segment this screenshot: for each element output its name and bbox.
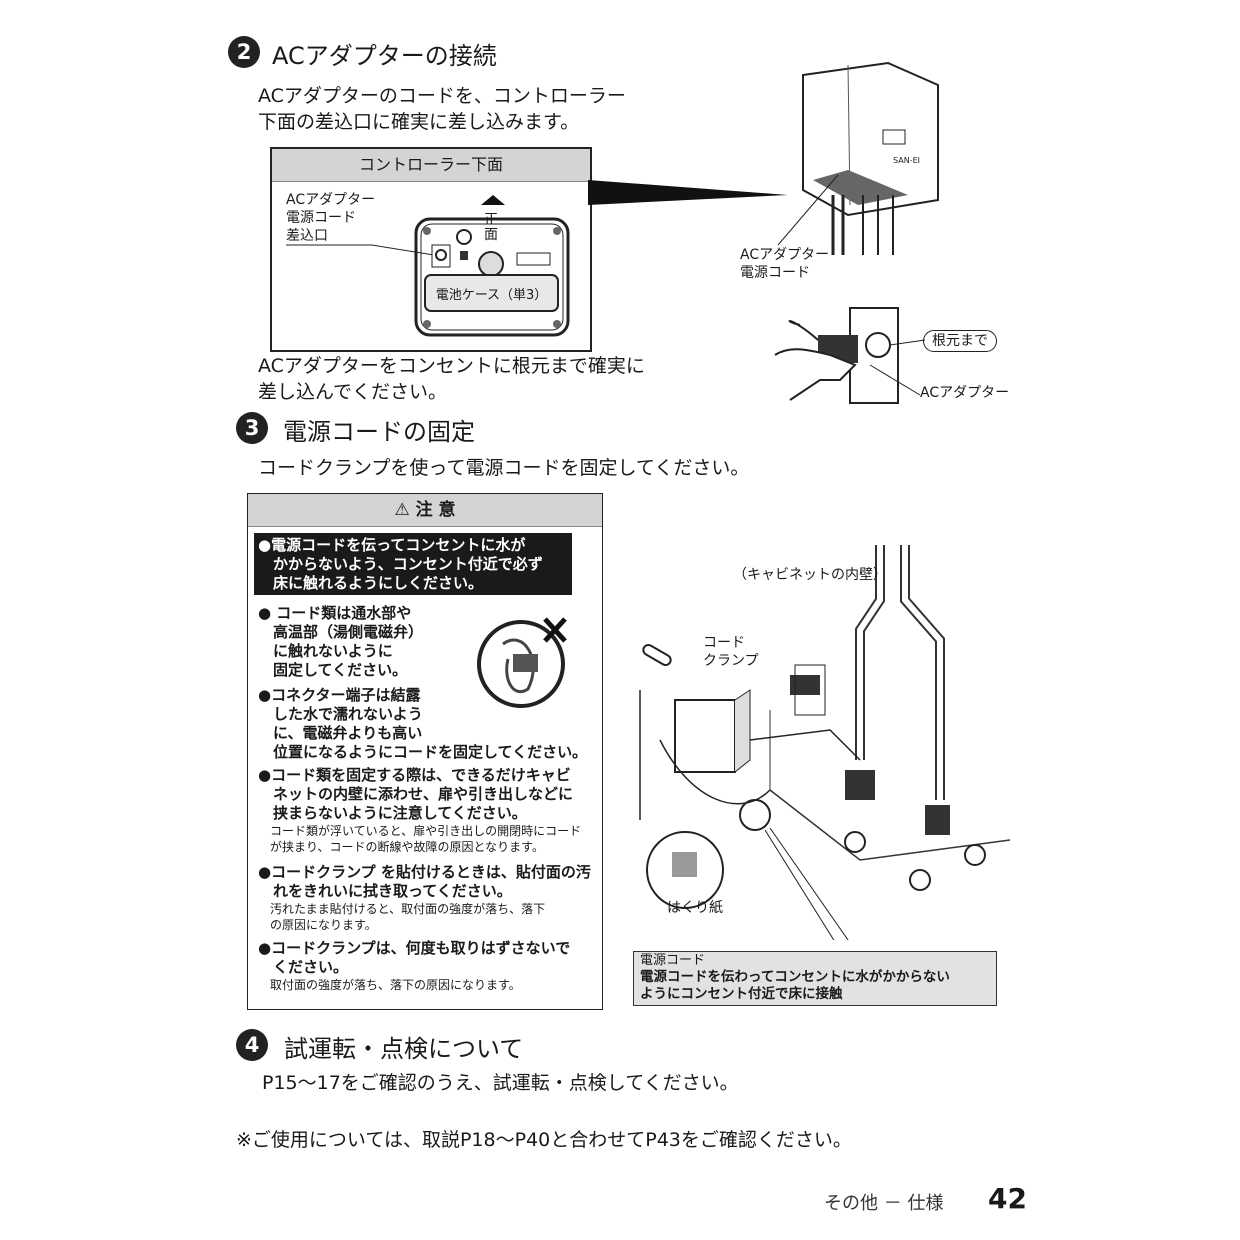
instruction-line: ACアダプターのコードを、コントローラー <box>258 85 626 107</box>
adapter-callout: 電源コード <box>740 265 810 281</box>
caution-subline: の原因になります。 <box>258 918 377 932</box>
caution-title: 注 意 <box>415 500 456 520</box>
caution-line: ●コードクランプは、何度も取りはずさないで <box>258 939 571 957</box>
section-title: 電源コードの固定 <box>283 418 475 446</box>
box-header: コントローラー下面 <box>272 149 590 182</box>
caution-subline: が挟まり、コードの断線や故障の原因となります。 <box>258 840 544 854</box>
controller-bottom-box: コントローラー下面 ACアダプター 電源コード 差込口 正面 電池ケース（単3） <box>270 147 592 352</box>
section-title: 試運転・点検について <box>284 1035 524 1063</box>
cabinet-wall-label: （キャビネットの内壁） <box>733 567 887 583</box>
front-label: 正面 <box>484 213 498 243</box>
battery-case-label: 電池ケース（単3） <box>435 288 548 303</box>
note-title: 電源コード <box>640 953 706 968</box>
caution-subline: 取付面の強度が落ち、落下の原因になります。 <box>258 978 521 992</box>
svg-text:SAN-EI: SAN-EI <box>893 156 920 165</box>
root-callout: 根元まで <box>923 330 997 352</box>
port-label: ACアダプター <box>286 192 376 208</box>
caution-subline: コード類が浮いていると、扉や引き出しの開閉時にコード <box>258 824 582 838</box>
footer-section: その他 － 仕様 <box>824 1193 944 1214</box>
step-number-4: 4 <box>236 1029 268 1061</box>
section-title: ACアダプターの接続 <box>272 42 497 70</box>
caution-line: ●コード類を固定する際は、できるだけキャビ <box>258 766 571 784</box>
clamp-label: クランプ <box>703 653 759 669</box>
caution-item: ●コードクランプ を貼付けるときは、貼付面の汚 れをきれいに拭き取ってください。… <box>258 863 591 933</box>
caution-line: ネットの内壁に添わせ、扉や引き出しなどに <box>258 785 574 803</box>
caution-item: ●コード類を固定する際は、できるだけキャビ ネットの内壁に添わせ、扉や引き出しな… <box>258 766 591 855</box>
step-number-2: 2 <box>228 36 260 68</box>
caution-box: ⚠ 注 意 ●電源コードを伝ってコンセントに水が かからないよう、コンセント付近… <box>247 493 603 1010</box>
wrong-routing-illustration <box>477 617 567 708</box>
clamp-label: コード <box>703 635 745 651</box>
footnote: ※ご使用については、取説P18～P40と合わせてP43をご確認ください。 <box>236 1129 852 1151</box>
highlight-line: かからないよう、コンセント付近で必ず <box>258 555 543 573</box>
caution-line: に、電磁弁よりも高い <box>258 724 423 742</box>
caution-line: れをきれいに拭き取ってください。 <box>258 882 512 900</box>
power-cord-note: 電源コード 電源コードを伝わってコンセントに水がかからない ようにコンセント付近… <box>633 951 997 1006</box>
caution-line: に触れないように <box>258 642 393 660</box>
warning-icon: ⚠ <box>394 500 410 520</box>
port-label: 差込口 <box>286 228 328 244</box>
caution-subline: 汚れたまま貼付けると、取付面の強度が落ち、落下 <box>258 902 546 916</box>
page-number: 42 <box>988 1182 1027 1215</box>
caution-line: 固定してください。 <box>258 661 408 679</box>
instruction-line: 差し込んでください。 <box>258 381 448 403</box>
instruction-line: ACアダプターをコンセントに根元まで確実に <box>258 355 645 377</box>
caution-line: 挟まらないように注意してください。 <box>258 804 527 822</box>
caution-line: ●コネクター端子は結露 <box>258 686 421 704</box>
front-label-2: 面 <box>484 227 498 243</box>
caution-highlight: ●電源コードを伝ってコンセントに水が かからないよう、コンセント付近で必ず 床に… <box>254 533 572 595</box>
highlight-line: 床に触れるようにしください。 <box>258 574 484 592</box>
controller-panel-drawing <box>286 195 570 337</box>
port-label: 電源コード <box>286 210 356 226</box>
release-paper-label: はくり紙 <box>667 900 723 916</box>
controller-illustration: SAN-EI <box>588 61 939 255</box>
caution-header: ⚠ 注 意 <box>248 494 602 527</box>
caution-item: ●コネクター端子は結露 した水で濡れないよう に、電磁弁よりも高い 位置になるよ… <box>258 686 591 762</box>
caution-line: ●コードクランプ を貼付けるときは、貼付面の汚 <box>258 863 591 881</box>
caution-line: ください。 <box>258 958 349 976</box>
caution-item: ● コード類は通水部や 高温部（湯側電磁弁） に触れないように 固定してください… <box>258 604 591 680</box>
adapter-callout: ACアダプター <box>920 385 1010 401</box>
plug-illustration <box>774 307 926 404</box>
front-label-1: 正 <box>484 212 498 228</box>
step-number-3: 3 <box>236 412 268 444</box>
instruction-line: 下面の差込口に確実に差し込みます。 <box>258 111 580 133</box>
instruction-line: P15～17をご確認のうえ、試運転・点検してください。 <box>262 1072 739 1094</box>
adapter-callout: ACアダプター <box>740 247 830 263</box>
caution-item: ●コードクランプは、何度も取りはずさないで ください。 取付面の強度が落ち、落下… <box>258 939 591 993</box>
caution-line: ● コード類は通水部や <box>258 604 412 622</box>
caution-list: ● コード類は通水部や 高温部（湯側電磁弁） に触れないように 固定してください… <box>258 604 591 993</box>
caution-line: 位置になるようにコードを固定してください。 <box>258 743 588 761</box>
caution-line: した水で濡れないよう <box>258 705 423 723</box>
highlight-line: ●電源コードを伝ってコンセントに水が <box>258 536 526 554</box>
note-line: ようにコンセント付近で床に接触 <box>640 986 843 1002</box>
instruction-line: コードクランプを使って電源コードを固定してください。 <box>258 457 750 479</box>
installation-diagram <box>639 545 1010 940</box>
caution-line: 高温部（湯側電磁弁） <box>258 623 424 641</box>
note-line: 電源コードを伝わってコンセントに水がかからない <box>640 969 950 985</box>
